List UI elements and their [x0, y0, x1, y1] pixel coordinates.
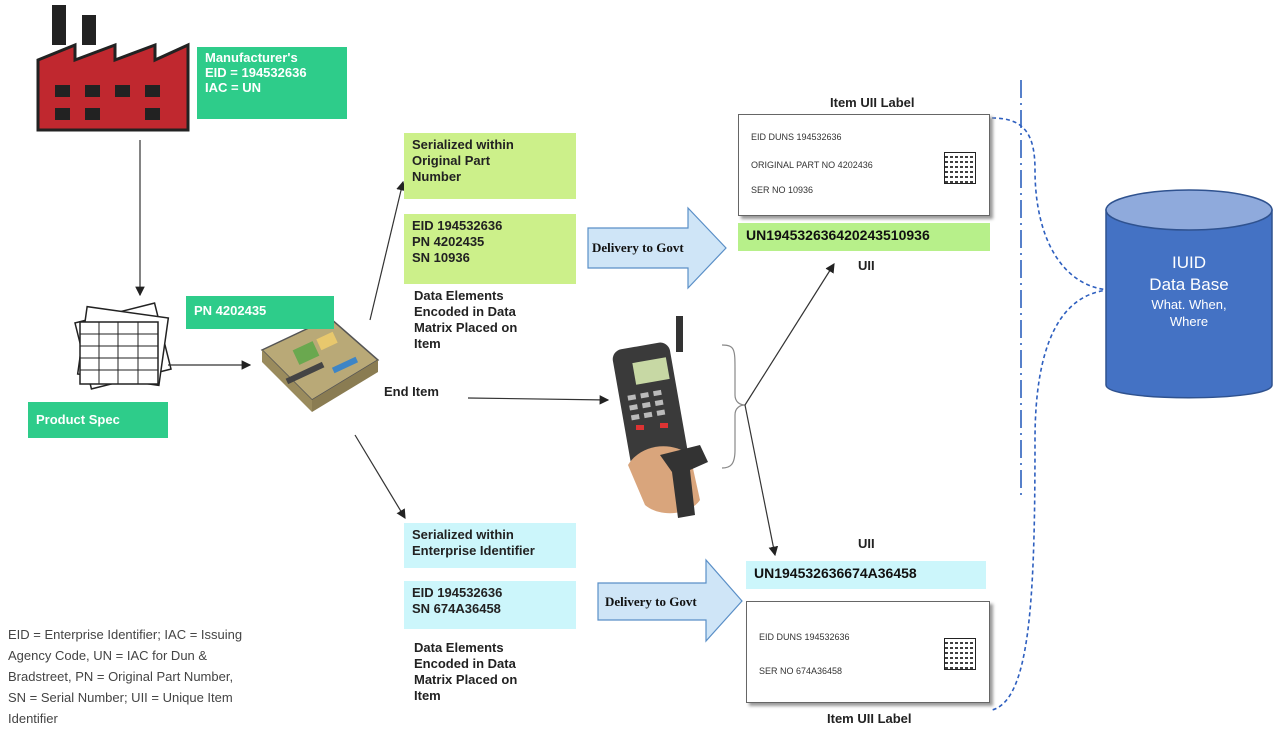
top-serialized-line: Serialized within — [412, 137, 514, 152]
manufacturer-iac: IAC = UN — [205, 80, 261, 95]
scanner-bracket — [721, 344, 746, 469]
legend-line: Identifier — [8, 711, 58, 726]
top-sn: SN 10936 — [412, 250, 470, 265]
legend-line: SN = Serial Number; UII = Unique Item — [8, 690, 233, 705]
product-spec-box: Product Spec — [28, 402, 168, 438]
datamatrix-icon — [944, 152, 976, 184]
database-line2: Data Base — [1149, 275, 1229, 294]
encoded-line: Item — [414, 336, 441, 351]
circuit-board-icon — [260, 317, 380, 412]
delivery-arrow-bottom — [597, 558, 743, 643]
top-pn: PN 4202435 — [412, 234, 485, 249]
label-line: EID DUNS 194532636 — [759, 632, 850, 642]
legend-text: EID = Enterprise Identifier; IAC = Issui… — [8, 624, 328, 729]
manufacturer-eid: EID = 194532636 — [205, 65, 307, 80]
encoded-line: Encoded in Data — [414, 656, 516, 671]
encoded-line: Item — [414, 688, 441, 703]
bottom-uii-caption: UII — [858, 536, 875, 551]
top-uii-label: EID DUNS 194532636 ORIGINAL PART NO 4202… — [738, 114, 990, 216]
bottom-serialized-line: Serialized within — [412, 527, 514, 542]
bottom-uii-value: UN194532636674A36458 — [746, 561, 986, 589]
encoded-line: Encoded in Data — [414, 304, 516, 319]
top-uii-value: UN194532636420243510936 — [738, 223, 990, 251]
database-brace — [991, 117, 1109, 711]
manufacturer-box: Manufacturer's EID = 194532636 IAC = UN — [197, 47, 347, 119]
bottom-label-title: Item UII Label — [827, 711, 912, 726]
label-line: SER NO 674A36458 — [759, 666, 843, 676]
top-eid: EID 194532636 — [412, 218, 503, 233]
top-uii-caption: UII — [858, 258, 875, 273]
top-label-title: Item UII Label — [830, 95, 915, 110]
database-line4: Where — [1169, 314, 1209, 329]
bottom-sn: SN 674A36458 — [412, 601, 501, 616]
arrow-scanner-to-bottom-label — [744, 404, 779, 557]
label-line: ORIGINAL PART NO 4202436 — [751, 160, 873, 170]
arrow-enditem-to-scanner — [467, 395, 610, 405]
bottom-uii-label: EID DUNS 194532636 SER NO 674A36458 — [746, 601, 990, 703]
label-line: EID DUNS 194532636 — [751, 132, 842, 142]
bottom-serialized-box: Serialized within Enterprise Identifier — [404, 523, 576, 568]
database-line1: IUID — [1172, 253, 1206, 272]
label-line: SER NO 10936 — [751, 185, 814, 195]
top-delivery-label: Delivery to Govt — [592, 240, 684, 255]
database-label: IUID Data Base What. When, Where — [1106, 252, 1272, 330]
arrow-scanner-to-top-label — [744, 262, 835, 406]
end-item-label: End Item — [384, 384, 439, 399]
arrow-board-to-bottom — [354, 434, 406, 520]
encoded-line: Data Elements — [414, 640, 504, 655]
database-cylinder-icon — [1105, 189, 1273, 399]
top-serialized-box: Serialized within Original Part Number — [404, 133, 576, 199]
handheld-scanner-icon — [612, 316, 708, 518]
top-serialized-line: Number — [412, 169, 462, 184]
bottom-delivery-label: Delivery to Govt — [605, 594, 697, 609]
legend-line: Bradstreet, PN = Original Part Number, — [8, 669, 234, 684]
bottom-encoded-text: Data Elements Encoded in Data Matrix Pla… — [414, 640, 517, 704]
document-stack-icon — [74, 302, 172, 390]
manufacturer-name: Manufacturer's — [205, 50, 298, 65]
factory-icon — [36, 5, 190, 132]
legend-line: EID = Enterprise Identifier; IAC = Issui… — [8, 627, 243, 642]
arrow-board-to-top — [369, 180, 406, 321]
bottom-serialized-line: Enterprise Identifier — [412, 543, 535, 558]
top-data-box: EID 194532636 PN 4202435 SN 10936 — [404, 214, 576, 284]
encoded-line: Matrix Placed on — [414, 672, 518, 687]
bottom-eid: EID 194532636 — [412, 585, 503, 600]
legend-line: Agency Code, UN = IAC for Dun & — [8, 648, 208, 663]
datamatrix-icon — [944, 638, 976, 670]
top-serialized-line: Original Part — [412, 153, 491, 168]
delivery-arrow-top — [587, 206, 727, 290]
bottom-data-box: EID 194532636 SN 674A36458 — [404, 581, 576, 629]
database-line3: What. When, — [1151, 297, 1227, 312]
encoded-line: Matrix Placed on — [414, 320, 518, 335]
part-number-box: PN 4202435 — [186, 296, 334, 329]
encoded-line: Data Elements — [414, 288, 504, 303]
top-encoded-text: Data Elements Encoded in Data Matrix Pla… — [414, 288, 517, 352]
